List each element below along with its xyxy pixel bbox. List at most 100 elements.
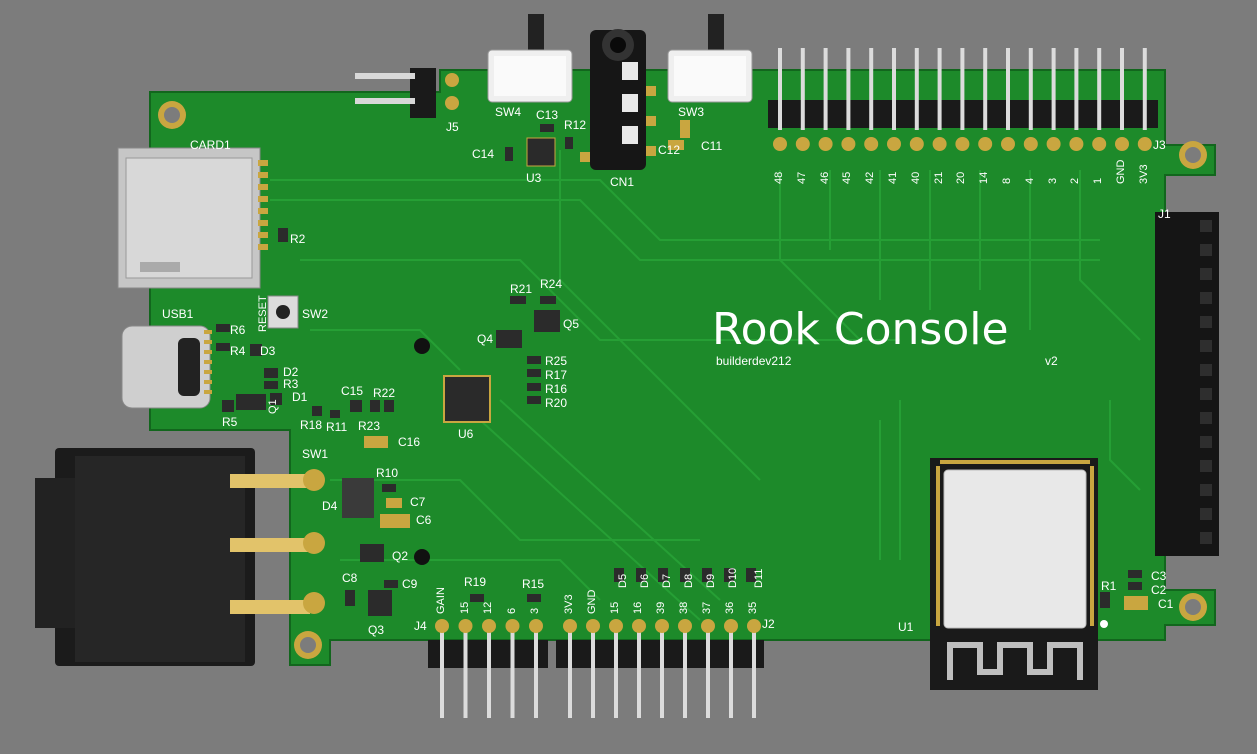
label-cn1: CN1 [610,175,635,189]
j4-pin-label: GAIN [435,587,447,614]
j3-pad [1092,137,1107,151]
j3-pin-label: 2 [1069,177,1082,184]
label-c7: C7 [410,495,426,509]
label-r4: R4 [230,344,246,358]
sd-card-slot [117,147,268,289]
label-r21: R21 [510,282,533,296]
reset-switch [267,295,299,329]
label-card1: CARD1 [190,138,231,152]
label-r20: R20 [545,396,568,410]
label-sw3: SW3 [678,105,705,119]
j3-pin-label: GND [1115,159,1127,184]
label-u6: U6 [458,427,474,441]
label-q3: Q3 [368,623,385,637]
j3-pad [1115,137,1129,151]
label-r15: R15 [522,577,545,591]
label-c1: C1 [1158,597,1174,611]
label-sw2: SW2 [302,307,329,321]
label-d4: D4 [322,499,338,513]
label-j3: J3 [1153,138,1166,152]
j2-pad [563,619,577,633]
j3-pin-label: 45 [841,171,854,184]
j4-pin-label: 6 [505,607,518,614]
label-q4: Q4 [477,332,494,346]
j4-pin-label: 15 [458,601,471,614]
label-r17: R17 [545,368,568,382]
label-r2: R2 [290,232,306,246]
j4-pad [482,619,496,633]
label-c8: C8 [342,571,358,585]
label-usb1: USB1 [162,307,194,321]
j3-pin-label: 42 [864,171,877,184]
j3-pin-label: 40 [909,171,922,184]
label-j5: J5 [446,120,459,134]
j3-pin-label: 14 [978,171,991,184]
header-j5 [355,68,459,118]
j3-pad [978,137,993,151]
j2-pin-label: GND [586,589,598,614]
j3-pad [1069,137,1084,151]
mounting-holes [158,101,1207,659]
j2-pin-label: 15 [609,601,621,614]
audio-jack [580,29,656,170]
header-j4 [428,619,548,718]
label-r22: R22 [373,386,396,400]
j3-pad [887,137,901,151]
header-j2 [556,619,764,718]
label-r25: R25 [545,354,568,368]
label-j4: J4 [414,619,427,633]
j2-pin-label: 36 [724,601,736,614]
label-c9: C9 [402,577,418,591]
label-d3: D3 [260,344,276,358]
board-version: v2 [1045,354,1058,368]
label-c16: C16 [398,435,421,449]
label-j2: J2 [762,617,775,631]
label-c14: C14 [472,147,495,161]
label-c3: C3 [1151,569,1167,583]
j4-pad [529,619,543,633]
j3-pin-label: 1 [1092,177,1105,184]
j3-pad [864,137,879,151]
label-sw4: SW4 [495,105,522,119]
label-u3: U3 [526,171,542,185]
label-r3: R3 [283,377,299,391]
label-c13: C13 [536,108,559,122]
label-c2: C2 [1151,583,1167,597]
label-d5: D5 [617,573,629,588]
j3-pad [932,137,947,151]
j3-pad [909,137,924,151]
label-d6: D6 [639,573,651,588]
label-d8: D8 [683,573,695,588]
j4-pad [458,619,473,633]
usb-c-connector [121,325,212,409]
j3-pin-label: 48 [773,171,785,184]
j4-pad [505,619,520,633]
j3-pin-label: 4 [1023,177,1036,184]
j3-pad [773,137,787,151]
switch-sw3 [667,14,753,103]
j2-pad [678,619,692,633]
j2-pad [609,619,623,633]
label-d2: D2 [283,365,299,379]
j2-pin-label: 16 [632,601,644,614]
label-d7: D7 [661,573,673,588]
j3-pin-label: 20 [955,171,968,184]
j3-pin-label: 21 [932,171,945,184]
label-q5: Q5 [563,317,580,331]
label-q1: Q1 [267,399,279,414]
label-d11: D11 [753,568,765,588]
j2-pin-label: 39 [655,601,667,614]
j3-pin-label: 47 [795,171,808,184]
j3-pad [1001,137,1015,151]
j2-pad [586,619,600,633]
label-sw1: SW1 [302,447,329,461]
smd-parts [216,120,1148,628]
j4-pin-label: 3 [529,607,541,614]
label-c12: C12 [658,143,681,157]
chip-u3 [526,137,556,167]
board-title: Rook Console [712,304,1009,355]
chip-u6 [443,375,491,423]
j2-pad [724,619,738,633]
